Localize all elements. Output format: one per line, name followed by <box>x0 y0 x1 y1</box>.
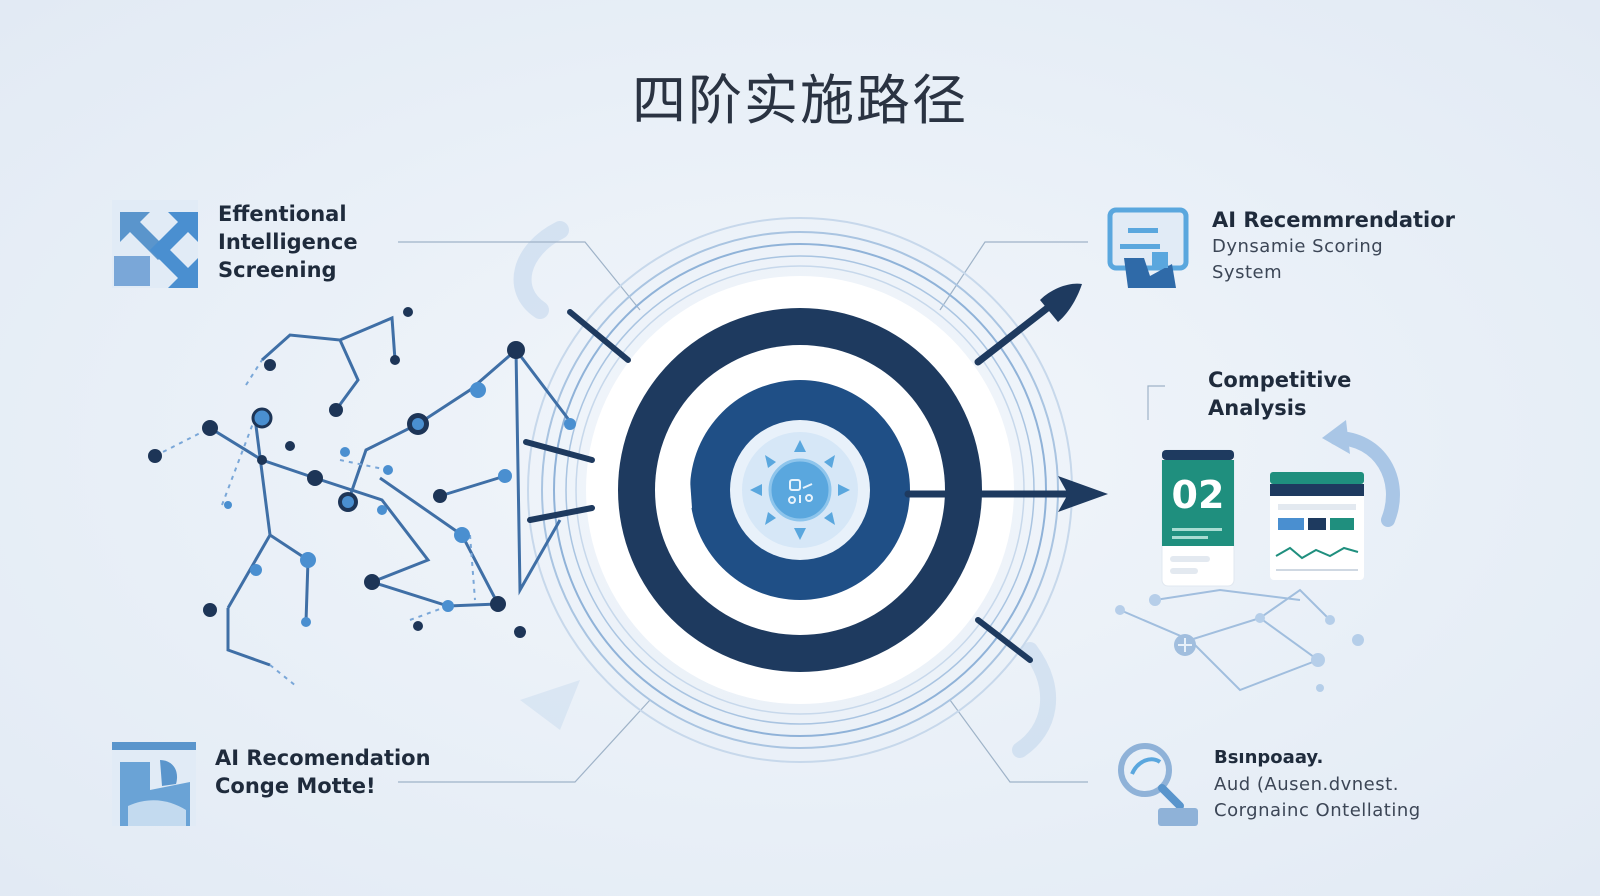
card-number: 02 <box>1172 473 1225 517</box>
hand-gesture-icon <box>112 742 196 826</box>
connector-lines <box>398 241 1165 783</box>
monitor-hand-icon <box>1107 207 1189 288</box>
brain-hub-icon <box>750 440 850 540</box>
label-mid-right: Competitive Analysis <box>1208 366 1351 422</box>
arrow-right <box>904 476 1108 512</box>
network-graph-right <box>1115 588 1364 692</box>
arrow-tip-in-ring <box>662 480 692 508</box>
label-line: Analysis <box>1208 396 1307 420</box>
label-line: Aud (Ausen.dvnest. <box>1214 774 1399 795</box>
arrow-top-right <box>974 283 1082 366</box>
label-line: Dynsamie Scoring <box>1212 236 1384 257</box>
label-line: System <box>1212 262 1283 283</box>
label-top-right: AI Recemmrendatior Dynsamie Scoring Syst… <box>1212 206 1455 286</box>
dart-strokes <box>523 309 1033 663</box>
label-line: AI Recemmrendatior <box>1212 208 1456 232</box>
cycle-arrow-icon <box>1322 420 1400 527</box>
label-line: Conge Motte! <box>215 774 376 798</box>
label-line: Bsınpoaay. <box>1214 747 1324 768</box>
label-line: Intelligence <box>218 230 358 254</box>
label-line: Screening <box>218 258 337 282</box>
background-swirls <box>513 221 1057 758</box>
label-line: Competitive <box>1208 368 1352 392</box>
dashboard-card <box>1270 472 1364 580</box>
label-bottom-right: Bsınpoaay. Aud (Ausen.dvnest. Corgnainc … <box>1214 744 1421 824</box>
label-line: Corgnainc Ontellating <box>1214 800 1421 821</box>
page-title: 四阶实施路径 <box>632 69 968 132</box>
label-top-left: Effentional Intelligence Screening <box>218 200 358 284</box>
network-graph-left <box>148 307 576 687</box>
label-bottom-left: AI Recomendation Conge Motte! <box>215 744 431 800</box>
label-line: Effentional <box>218 202 347 226</box>
phone-card <box>1161 449 1235 587</box>
outer-rings <box>527 217 1073 763</box>
label-line: AI Recomendation <box>215 746 431 770</box>
magnifier-icon <box>1118 743 1198 826</box>
expand-arrows-icon <box>112 200 198 288</box>
